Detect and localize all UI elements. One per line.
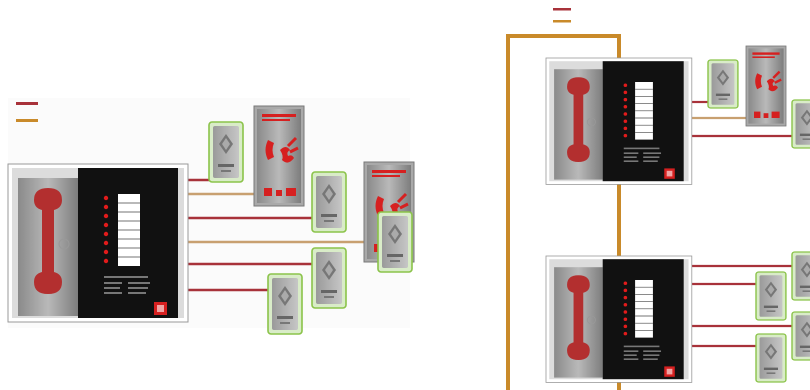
wires <box>692 100 810 348</box>
outstation-point-a <box>311 247 347 309</box>
legend-mark <box>553 8 571 11</box>
outstation-point-a <box>208 121 244 183</box>
outstation-point-a <box>791 311 810 361</box>
master-panel-lower <box>545 255 693 383</box>
outstation-point-a <box>755 333 787 383</box>
legend-marks <box>16 102 38 122</box>
outstation-point-a <box>755 271 787 321</box>
outstation-point-a <box>707 59 739 109</box>
master-panel-upper <box>545 57 693 185</box>
outstation-point-b <box>744 44 788 128</box>
outstation-point-b <box>252 104 306 208</box>
diagram-left <box>7 98 416 335</box>
diagram-right <box>506 8 810 390</box>
wires <box>188 178 368 292</box>
master-panel <box>7 163 189 323</box>
legend-mark <box>553 20 571 23</box>
legend-marks <box>553 8 571 23</box>
outstation-point-a <box>267 273 303 335</box>
riser-cable <box>506 34 621 390</box>
outstation-point-a <box>311 171 347 233</box>
outstation-point-a <box>791 99 810 149</box>
outstation-point-a <box>377 211 413 273</box>
legend-mark <box>16 102 38 105</box>
outstation-point-a <box>791 251 810 301</box>
legend-mark <box>16 119 38 122</box>
